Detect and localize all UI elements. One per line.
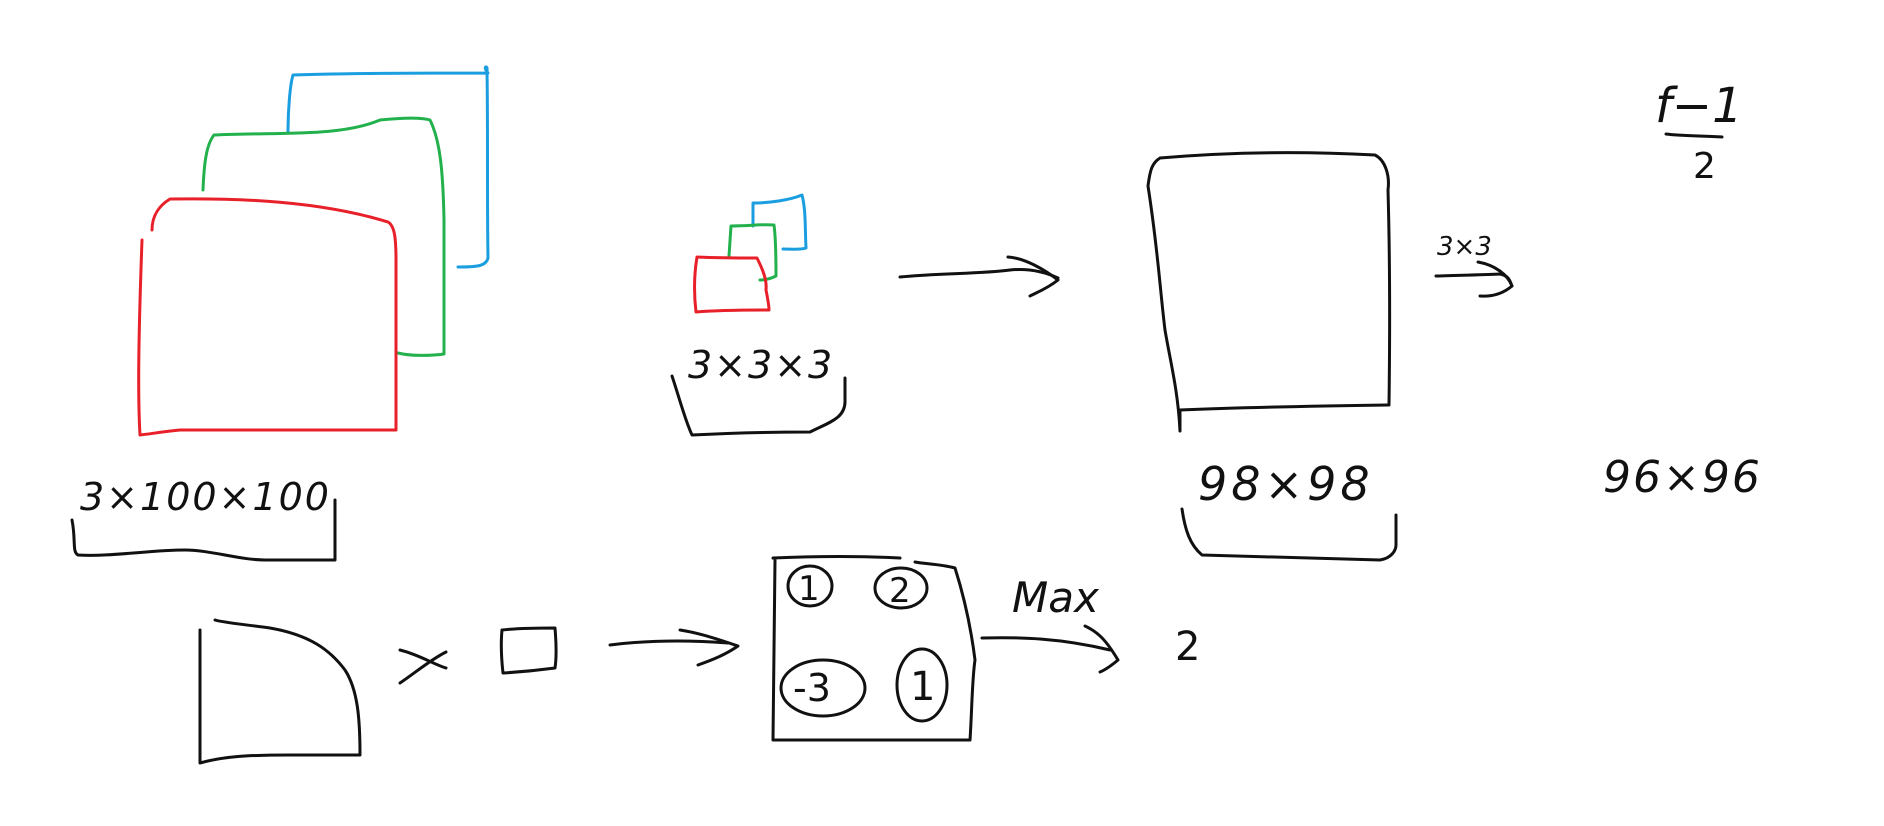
kernel-channel-red [693,255,771,314]
formula-denominator: 2 [1693,146,1716,187]
pool-cell-value: 2 [889,571,911,611]
formula-numerator: f−1 [1655,78,1743,134]
arrow-to-grid [608,628,740,667]
times-symbol [398,648,448,685]
pool-cell-value: 1 [910,664,935,710]
kernel-dims-label: 3×3×3 [688,343,834,387]
kernel-volume: 3×3×3 [670,193,847,437]
conv-output-square [1146,151,1392,433]
padding-formula: f−1 2 [1655,78,1743,187]
arrow-second-conv: 3×3 [1434,232,1514,298]
arrow-conv [898,255,1060,298]
pool-cell-3: -3 [779,658,867,718]
pool-cell-4: 1 [895,647,949,723]
kernel-channel-green [727,223,778,282]
pool-cell-value: 1 [798,569,820,609]
input-channel-red [137,197,398,437]
input-volume: 3×100×100 [70,65,490,562]
pooling-window-shape [499,626,558,675]
pool-cell-value: -3 [793,666,831,710]
input-channel-blue [286,65,490,269]
pool-grid-box [771,555,977,742]
arrow-max [980,624,1120,674]
pooling-row: 1 2 -3 1 Max 2 [198,555,1200,765]
pool-cell-1: 1 [786,564,834,609]
second-kernel-label: 3×3 [1437,232,1492,262]
input-channel-green [201,116,446,357]
conv-output-brace [1180,507,1398,562]
input-brace [70,498,337,562]
pool-cell-2: 2 [873,566,929,611]
max-result: 2 [1175,624,1200,670]
kernel-channel-blue [751,193,808,251]
kernel-brace [670,374,847,437]
input-dims-label: 3×100×100 [80,475,331,519]
max-label: Max [1012,573,1100,622]
conv-output: 98×98 [1146,151,1398,562]
pooling-input-shape [198,618,362,765]
conv-output-dims-label: 98×98 [1198,457,1374,511]
second-output-dims-label: 96×96 [1603,452,1762,503]
